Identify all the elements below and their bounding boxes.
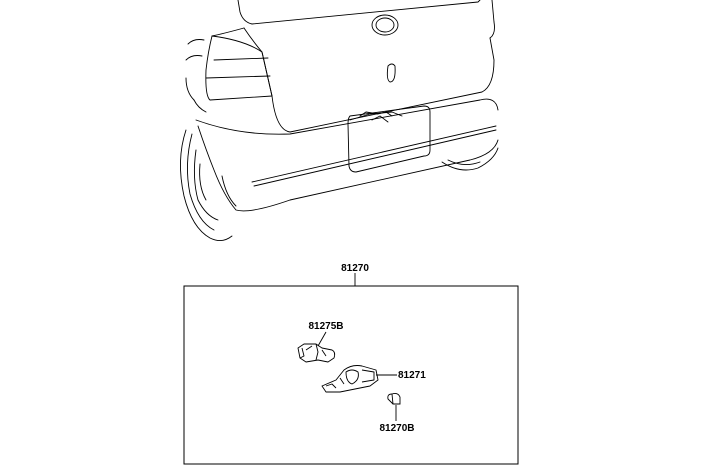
- socket-part[interactable]: [297, 343, 336, 363]
- bulb-part[interactable]: [387, 392, 401, 405]
- lamp-housing-part[interactable]: [321, 365, 379, 393]
- part-label-81270[interactable]: 81270: [341, 263, 369, 274]
- part-label-81275b[interactable]: 81275B: [308, 321, 343, 332]
- car-rear-illustration: [179, 0, 499, 241]
- socket-leader: [317, 331, 327, 347]
- assembly-box: [183, 285, 519, 465]
- part-label-81271[interactable]: 81271: [398, 370, 426, 381]
- part-label-81270b[interactable]: 81270B: [379, 423, 414, 434]
